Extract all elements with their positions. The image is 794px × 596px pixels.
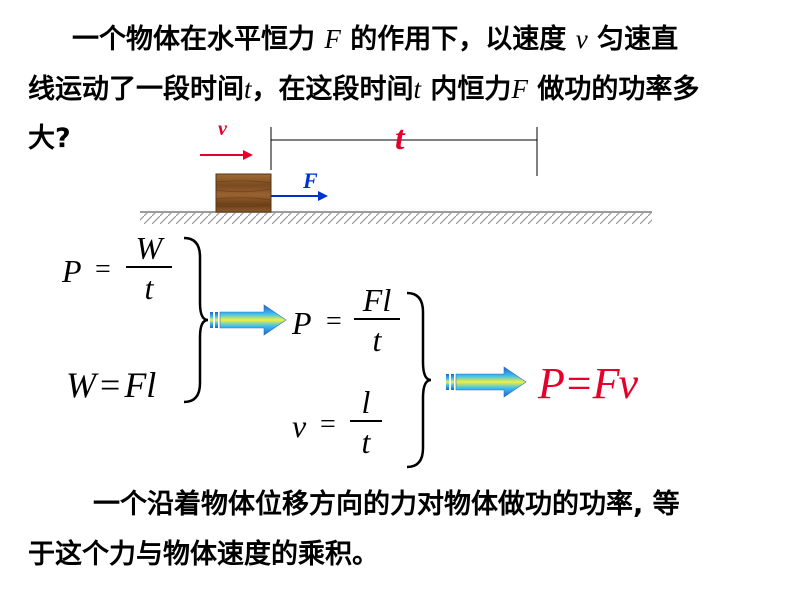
question-line-1: 一个物体在水平恒力 F 的作用下，以速度 v 匀速直 <box>72 24 679 55</box>
formula-P1-numerator: W <box>135 230 163 266</box>
ground-surface <box>140 212 652 224</box>
formula-P1-denominator: t <box>144 269 154 306</box>
var-F: F <box>324 24 341 54</box>
formula-P1-fraction: W t <box>126 230 172 308</box>
wood-grain <box>215 180 272 208</box>
formula-P2-denominator: t <box>372 321 382 358</box>
formula-P2-numerator: Fl <box>362 282 392 318</box>
fraction-bar <box>126 266 172 268</box>
formula-v-fraction: l t <box>350 384 382 462</box>
formula-P1-eq: = <box>95 254 111 285</box>
formula-P1-P: P <box>62 253 82 289</box>
formula-P2-fraction: Fl t <box>354 282 400 360</box>
formula-v-eq: = <box>320 409 336 440</box>
question-line-2: 线运动了一段时间t，在这段时间t 内恒力F 做功的功率多 <box>28 74 700 105</box>
velocity-arrowhead <box>243 150 253 160</box>
conclusion-line-1: 一个沿着物体位移方向的力对物体做功的功率, 等 <box>93 489 680 520</box>
formula-v-denominator: t <box>361 423 371 460</box>
formula-v-v: v <box>292 408 307 444</box>
formula-P2-P: P <box>292 305 312 341</box>
formula-W: W=Fl <box>66 365 157 405</box>
motion-diagram <box>140 127 652 224</box>
right-brace-2 <box>406 291 432 469</box>
velocity-label: v <box>218 118 227 140</box>
fraction-bar <box>350 420 382 422</box>
conclusion-line-2: 于这个力与物体速度的乘积。 <box>28 539 379 570</box>
fraction-bar <box>354 318 400 320</box>
result-formula: P=Fv <box>538 359 638 408</box>
question-line-3: 大? <box>28 123 71 154</box>
var-v: v <box>575 24 588 54</box>
formula-P2-eq: = <box>326 306 342 337</box>
force-arrowhead <box>318 191 328 201</box>
time-label: t <box>395 120 405 157</box>
formula-v-numerator: l <box>361 384 371 420</box>
left-brace-1 <box>183 236 209 404</box>
force-label: F <box>303 168 318 193</box>
derive-arrow-1 <box>210 304 287 336</box>
derive-arrow-2 <box>446 366 527 398</box>
